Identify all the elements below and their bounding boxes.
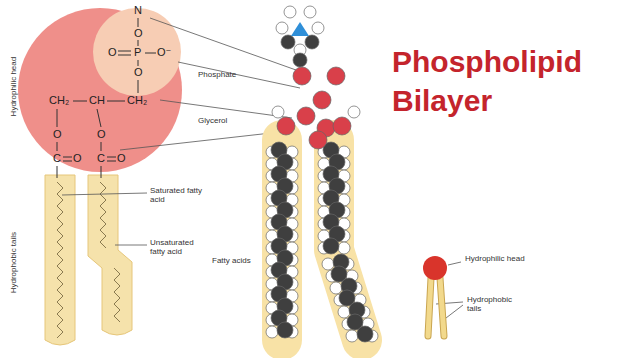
atom-symbol: O — [134, 27, 143, 40]
part-label: Fatty acids — [212, 256, 254, 265]
phosphate-region — [93, 8, 181, 96]
oxygen-atom — [293, 67, 311, 85]
hydrogen-atom — [312, 22, 324, 34]
zigzag-chain — [114, 268, 120, 322]
saturated-tail-band — [45, 175, 75, 345]
hydrogen-atom — [272, 106, 284, 118]
atom-symbol: N — [134, 4, 142, 17]
atom-symbol: O — [97, 128, 106, 141]
oxygen-atom — [333, 117, 351, 135]
nitrogen-atom — [291, 22, 309, 36]
vertical-label: Hydrophobic tails — [9, 213, 18, 313]
hydrogen-atom — [330, 282, 342, 294]
oxygen-atom — [297, 107, 315, 125]
zigzag-chain — [57, 182, 63, 338]
carbon-atom — [277, 322, 293, 338]
atom-symbol: CH — [89, 94, 105, 107]
carbon-atom — [281, 35, 295, 49]
icon-tail — [440, 278, 444, 336]
part-label: Glycerol — [198, 116, 258, 125]
oxygen-atom — [277, 117, 295, 135]
oxygen-atom — [327, 67, 345, 85]
atom-symbol: P — [134, 46, 141, 59]
atom-symbol: O — [73, 152, 82, 165]
unsaturated-tail-band — [88, 175, 132, 335]
hydrophilic-head-circle — [18, 8, 182, 172]
icon-head — [423, 256, 447, 280]
hydrogen-atom — [338, 306, 350, 318]
icon-tail — [428, 278, 431, 336]
vertical-label: Hydrophilic head — [9, 37, 18, 137]
hydrogen-atom — [266, 326, 278, 338]
hydrogen-atom — [348, 106, 360, 118]
part-label: Hydrophilic head — [465, 254, 525, 263]
part-label: Unsaturated fatty acid — [150, 238, 210, 256]
part-label: Phosphate — [198, 70, 258, 79]
carbon-atom — [293, 53, 307, 67]
atom-symbol: O⁻ — [157, 46, 171, 59]
hydrogen-atom — [322, 258, 334, 270]
atom-symbol: CH₂ — [49, 94, 69, 107]
atom-symbol: O — [134, 66, 143, 79]
hydrogen-atom — [276, 22, 288, 34]
oxygen-atom — [309, 131, 327, 149]
oxygen-atom — [313, 91, 331, 109]
hydrogen-atom — [304, 6, 316, 18]
part-label: Hydrophobic tails — [467, 295, 527, 313]
atom-symbol: O — [117, 152, 126, 165]
part-label: Saturated fatty acid — [150, 186, 210, 204]
zigzag-chain — [100, 182, 106, 248]
title: Phospholipid Bilayer — [392, 42, 622, 120]
hydrogen-atom — [338, 242, 350, 254]
chemical-bonds — [57, 18, 156, 178]
fatty-acid-chains — [57, 182, 120, 338]
hydrogen-atom — [284, 6, 296, 18]
carbon-atom — [357, 326, 373, 342]
atom-symbol: O — [108, 46, 117, 59]
hydrogen-atom — [346, 330, 358, 342]
atom-symbol: CH₂ — [127, 94, 147, 107]
atom-symbol: C — [53, 152, 61, 165]
carbon-atom — [323, 238, 339, 254]
atom-symbol: O — [53, 128, 62, 141]
carbon-atom — [305, 35, 319, 49]
atom-symbol: C — [97, 152, 105, 165]
